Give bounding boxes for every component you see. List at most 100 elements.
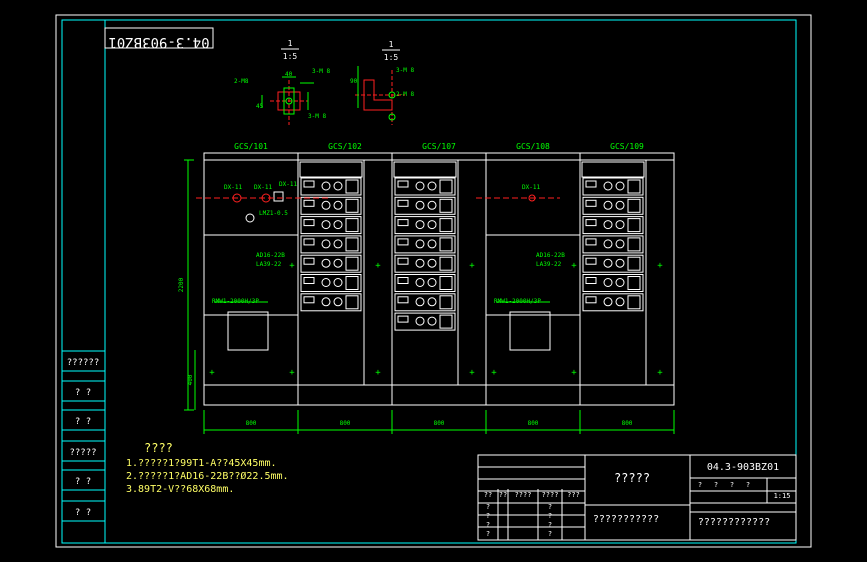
- side-marker: +: [469, 368, 475, 378]
- drawer-meter: [345, 295, 359, 310]
- drawer-switch-left: [415, 181, 425, 191]
- title-block-left-grid: ???????????????????????: [478, 466, 585, 540]
- drawer-switch-left: [415, 239, 425, 249]
- drawer-unit: [300, 293, 362, 312]
- cabinet-id: GCS/107: [422, 142, 456, 151]
- title-block-drawing-number: 04.3-903BZ01: [707, 462, 779, 473]
- drawer-switch-left: [321, 239, 331, 249]
- revision-cell-text: ? ?: [75, 388, 91, 398]
- tb-header-cell: ??: [484, 491, 492, 499]
- detail2-bolt: [388, 91, 396, 99]
- revision-cell: [61, 500, 106, 522]
- drawer-handle: [397, 238, 409, 246]
- drawer-switch-mid: [615, 297, 625, 307]
- breaker-window: [509, 311, 551, 351]
- drawer-switch-left: [415, 316, 425, 326]
- indicator-label: DX-11: [224, 184, 242, 191]
- side-marker: +: [289, 261, 295, 271]
- detail1-label: 40: [285, 71, 293, 78]
- height-dim-base: 400: [187, 374, 194, 385]
- indicator-label: LMZ1-0.5: [259, 210, 288, 217]
- cabinet-width-dim: 800: [340, 420, 351, 427]
- drawer-switch-mid: [615, 258, 625, 268]
- cabinet-id: GCS/101: [234, 142, 268, 151]
- drawer-unit: [582, 235, 644, 254]
- elevation-frame: [203, 159, 675, 406]
- drawer-unit: [394, 274, 456, 292]
- drawer-handle: [303, 257, 315, 265]
- drawer-meter: [345, 276, 359, 290]
- drawer-unit: [300, 196, 362, 215]
- drawer-handle: [303, 296, 315, 304]
- detail1-label: 45: [256, 103, 264, 110]
- meter-circle: [245, 213, 255, 223]
- side-marker: +: [209, 368, 215, 378]
- detail2-label: 90: [350, 78, 358, 85]
- detail2-label: 3-M 8: [396, 67, 414, 74]
- title-block-title: ?????: [614, 471, 650, 485]
- revision-cell-text: ? ?: [75, 508, 91, 518]
- drawer-switch-mid: [427, 297, 437, 307]
- cabinet-id: GCS/108: [516, 142, 550, 151]
- side-marker: +: [375, 368, 381, 378]
- drawer-handle: [397, 296, 409, 304]
- title-block-sheet-headers: ????: [698, 481, 750, 489]
- side-marker: +: [289, 368, 295, 378]
- drawer-meter: [345, 179, 359, 194]
- drawer-meter: [627, 295, 641, 310]
- tb-sheet-header: ?: [714, 481, 718, 489]
- drawer-meter: [439, 198, 453, 213]
- note-line-1: 1.?????1?99T1-A??45X45mm.: [126, 458, 277, 469]
- drawer-handle: [585, 277, 597, 284]
- tb-header-cell: ???: [567, 491, 580, 499]
- drawer-unit: [300, 177, 362, 196]
- drawer-switch-mid: [615, 220, 625, 230]
- drawer-meter: [627, 218, 641, 233]
- side-marker: +: [571, 261, 577, 271]
- tb-header-cell: ??: [499, 491, 507, 499]
- sheet-inner-border: [61, 19, 797, 544]
- side-marker: +: [657, 261, 663, 271]
- drawer-handle: [303, 238, 315, 246]
- mirrored-number-box: 04.3-903BZ01: [104, 27, 214, 50]
- drawer-switch-left: [321, 258, 331, 268]
- sheet-outer-border: [55, 14, 812, 548]
- drawer-handle: [585, 219, 597, 227]
- detail1-label: 3-M 8: [312, 68, 330, 75]
- drawer-switch-mid: [333, 278, 343, 287]
- tb-row-cell: ?: [548, 530, 552, 538]
- detail-scale-den: 1:5: [384, 53, 399, 62]
- drawer-meter: [627, 179, 641, 194]
- detail-scale-num: 1: [288, 39, 293, 48]
- detail-scale-den: 1:5: [283, 52, 298, 61]
- tb-row-cell: ?: [486, 530, 490, 538]
- detail2-label: 2-M 8: [396, 91, 414, 98]
- drawer-meter: [439, 237, 453, 252]
- drawer-meter: [345, 218, 359, 233]
- drawer-switch-mid: [333, 239, 343, 249]
- drawer-unit: [394, 254, 456, 273]
- drawer-handle: [303, 199, 315, 207]
- drawer-handle: [397, 315, 409, 323]
- drawer-meter: [627, 237, 641, 252]
- drawer-handle: [585, 238, 597, 246]
- drawer-unit: [582, 293, 644, 312]
- cabinet-elevation: GCS/101800RMW1-2000H/3PDX-11DX-11DX-11LM…: [178, 142, 675, 434]
- meter-square: [273, 191, 284, 202]
- title-block-center-text: ????????????: [698, 517, 770, 528]
- tb-header-cell: ????: [542, 491, 559, 499]
- revision-cell-text: ? ?: [75, 477, 91, 487]
- tb-sheet-header: ?: [730, 481, 734, 489]
- drawer-handle: [585, 296, 597, 304]
- drawer-meter: [627, 276, 641, 290]
- drawer-handle: [585, 199, 597, 207]
- drawer-switch-left: [603, 181, 613, 191]
- drawer-handle: [303, 219, 315, 227]
- indicator-label: DX-11: [279, 181, 297, 188]
- cabinet-width-dim: 800: [434, 420, 445, 427]
- detail1-bolt: [285, 97, 293, 105]
- notes-title: ????: [144, 441, 173, 455]
- drawer-meter: [439, 314, 453, 329]
- cabinet-width-dim: 800: [528, 420, 539, 427]
